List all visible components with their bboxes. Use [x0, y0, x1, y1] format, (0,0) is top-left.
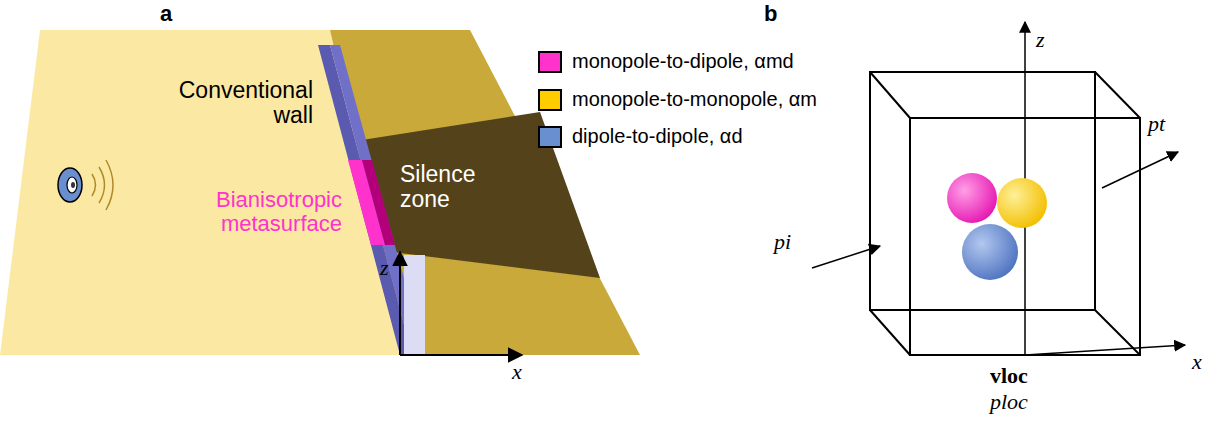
- legend-text: monopole-to-monopole, αm: [572, 88, 817, 111]
- legend-swatch: [538, 89, 562, 111]
- wall-end: [404, 255, 425, 355]
- legend-entry: dipole-to-dipole, αd: [538, 125, 743, 148]
- zone-label-box: Silence zone: [400, 162, 496, 213]
- metasurface-side: [362, 160, 395, 245]
- metasurface-label: Bianisotropic metasurface: [170, 188, 342, 236]
- pressure-label: pi: [774, 230, 791, 254]
- legend-text: monopole-to-dipole, αmd: [572, 50, 794, 73]
- legend-swatch: [538, 51, 562, 73]
- panel-letter: a: [160, 2, 172, 26]
- floor-shadow: [330, 30, 640, 355]
- pressure-label: pt: [1148, 112, 1165, 136]
- md-sphere: [947, 173, 997, 223]
- d-sphere: [962, 224, 1018, 280]
- x-axis: [1025, 345, 1185, 355]
- incident-arrow: [812, 246, 880, 268]
- panel-letter: b: [764, 2, 777, 26]
- legend-text: dipole-to-dipole, αd: [572, 125, 743, 148]
- axis-label: x: [1192, 350, 1202, 374]
- transmitted-arrow: [1102, 152, 1178, 188]
- velocity-label: vloc: [990, 364, 1028, 388]
- wall-label: Conventional wall: [138, 78, 313, 129]
- legend-entry: monopole-to-dipole, αmd: [538, 50, 794, 73]
- z-axis: [399, 252, 401, 355]
- x-axis: [400, 354, 522, 356]
- zone-label: Silence zone: [400, 162, 496, 213]
- axis-label: z: [1036, 28, 1045, 52]
- speaker-icon: [58, 160, 113, 210]
- axis-label: x: [512, 360, 522, 384]
- silence-region: [362, 112, 600, 278]
- legend-swatch: [538, 126, 562, 148]
- unit-cell-cube: [870, 72, 1140, 355]
- legend-entry: monopole-to-monopole, αm: [538, 88, 817, 111]
- pressure-label: ploc: [990, 390, 1028, 414]
- axis-label: z: [380, 256, 389, 280]
- m-sphere: [997, 178, 1047, 228]
